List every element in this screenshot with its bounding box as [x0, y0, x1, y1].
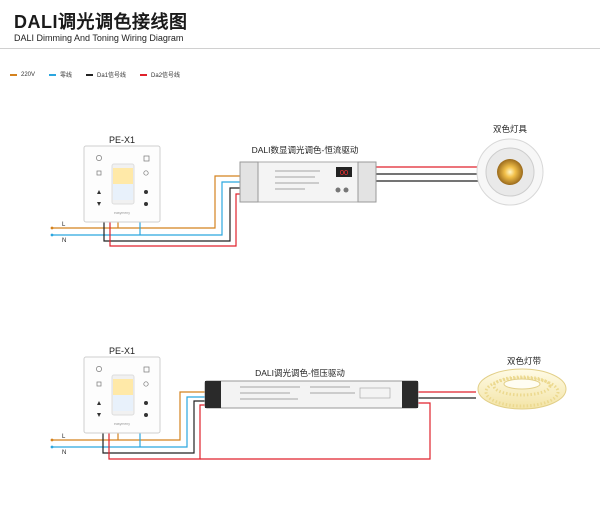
legend-item-da1: Da1信号线: [86, 70, 126, 79]
led-strip: 双色灯带: [477, 356, 567, 410]
driver-print: [240, 398, 298, 400]
output-cap: [402, 381, 418, 408]
legend-item-neutral: 零线: [49, 70, 72, 79]
control-panel-1: easymeny: [83, 145, 161, 223]
scene-icon: [143, 155, 150, 162]
driver-print: [275, 182, 319, 184]
driver-print: [240, 386, 300, 388]
legend-swatch: [10, 73, 17, 76]
down-arrow-icon: [97, 202, 101, 206]
load-label: 双色灯具: [493, 124, 528, 134]
wire-live: [52, 175, 240, 229]
wire-ext-da2: [200, 402, 431, 460]
neutral-label: N: [62, 450, 66, 456]
header-divider: [0, 48, 600, 49]
led-display: [336, 167, 352, 177]
wire-end-live: [50, 438, 54, 442]
load-label: 双色灯带: [507, 356, 542, 366]
wire-end-live: [50, 226, 54, 230]
legend-swatch: [86, 73, 94, 76]
driver-print: [310, 392, 355, 394]
driver-button: [343, 187, 349, 193]
screen-warm: [113, 379, 133, 395]
wire-da1: [102, 400, 205, 454]
driver-label: DALI数显调光调色-恒流驱动: [252, 145, 359, 155]
minus-icon: [144, 202, 148, 206]
strip-leds: [484, 376, 560, 408]
power-icon: [96, 366, 102, 372]
input-cap: [205, 381, 221, 408]
screen-warm: [113, 168, 133, 184]
wires-1: [52, 166, 480, 247]
driver-spec-box: [359, 387, 391, 399]
minus-icon: [144, 413, 148, 417]
legend-label: Da1信号线: [97, 73, 127, 79]
wire-end-neutral: [50, 445, 54, 449]
diagram-2: PE-X1 L N: [50, 346, 567, 460]
up-arrow-icon: [97, 401, 101, 405]
sun-icon: [143, 381, 149, 387]
display-value: 00: [340, 168, 348, 177]
legend-label: 零线: [60, 73, 73, 79]
mode-icon: [96, 381, 102, 387]
diagram-1: PE-X1 L N: [50, 124, 544, 247]
panel-brand: easymeny: [114, 422, 130, 426]
legend-swatch: [140, 73, 148, 76]
driver-label: DALI调光调色-恒压驱动: [255, 368, 345, 378]
panel-brand: easymeny: [114, 211, 130, 215]
wire-end-neutral: [50, 233, 54, 237]
line-label: L: [62, 434, 66, 440]
driver-print: [310, 386, 350, 388]
plus-icon: [144, 401, 148, 405]
neutral-label: N: [62, 238, 66, 244]
downlight-1: 双色灯具: [476, 124, 544, 206]
legend-swatch: [49, 73, 57, 76]
wire-legend: 220V 零线 Da1信号线 Da2信号线: [10, 70, 180, 79]
mode-icon: [96, 170, 102, 176]
strip-core: [503, 378, 541, 390]
wire-da2: [109, 193, 240, 247]
power-icon: [96, 155, 102, 161]
legend-label: 220V: [21, 71, 36, 78]
driver-print: [240, 392, 290, 394]
panel-label: PE-X1: [109, 135, 135, 145]
output-terminal: [357, 161, 377, 203]
screen-cool: [113, 395, 133, 411]
plus-icon: [144, 190, 148, 194]
scene-icon: [143, 366, 150, 373]
wire-neutral: [52, 396, 205, 448]
wire-neutral: [52, 181, 240, 236]
panel-label: PE-X1: [109, 346, 135, 356]
legend-item-da2: Da2信号线: [140, 70, 180, 79]
driver-1: DALI数显调光调色-恒流驱动 00: [239, 145, 377, 203]
driver-2: DALI调光调色-恒压驱动: [204, 368, 419, 409]
sun-icon: [143, 170, 149, 176]
wire-live: [52, 391, 205, 441]
control-panel-2: easymeny: [83, 356, 161, 434]
page-subtitle: DALI Dimming And Toning Wiring Diagram: [14, 33, 184, 43]
page-title: DALI调光调色接线图: [14, 12, 188, 32]
driver-button: [335, 187, 341, 193]
up-arrow-icon: [97, 190, 101, 194]
wire-da1: [103, 187, 240, 242]
driver-print: [275, 170, 320, 172]
legend-label: Da2信号线: [151, 73, 181, 79]
driver-print: [275, 176, 315, 178]
legend-item-live: 220V: [10, 70, 35, 79]
wires-2: [52, 391, 476, 460]
screen-cool: [113, 184, 133, 200]
down-arrow-icon: [97, 413, 101, 417]
downlight-led: [497, 159, 523, 185]
driver-print: [275, 188, 305, 190]
strip-leds: [492, 375, 552, 397]
input-terminal: [239, 161, 259, 203]
line-label: L: [62, 222, 66, 228]
